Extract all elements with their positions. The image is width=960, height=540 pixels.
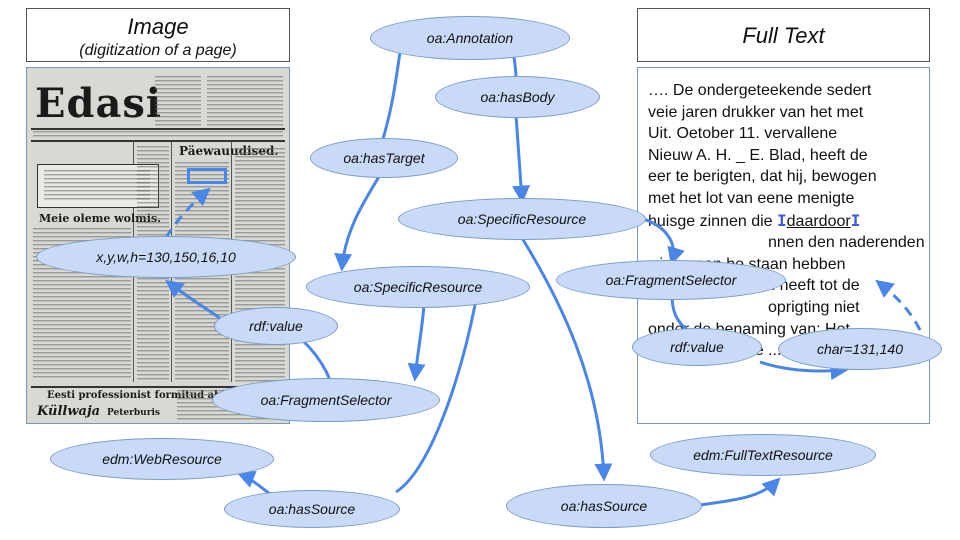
- edge-hasbody-specificresource: [512, 114, 531, 204]
- fulltext-line: nnen den naderenden: [768, 234, 925, 252]
- node-webresource: edm:WebResource: [50, 438, 274, 480]
- dateline-rule: [31, 140, 285, 142]
- fulltext-line: oprigting niet: [768, 298, 860, 316]
- masthead-text-block: [207, 76, 283, 126]
- fulltext-line: met het lot van eene menigte: [648, 189, 855, 207]
- newspaper-masthead: Edasi: [35, 80, 163, 127]
- node-specificresource-body: oa:SpecificResource: [398, 198, 646, 240]
- text-marker-end: I: [850, 210, 861, 230]
- edge-annotation-hastarget: [380, 51, 402, 143]
- fulltext-line: Uit. Oetober 11. vervallene: [648, 125, 838, 143]
- fulltext-line-marked: huisge zinnen die IdaardoorI: [648, 210, 921, 233]
- text-marker-start: I: [777, 210, 787, 230]
- edge-hassource-webresource: [236, 470, 271, 496]
- edge-rdfvalue-xywh: [165, 279, 221, 320]
- node-hassource-image: oa:hasSource: [224, 490, 400, 528]
- fulltext-line: …. De ondergeteekende sedert: [648, 82, 872, 99]
- edge-hastarget-specificresource: [334, 174, 382, 272]
- edge-hassource-fulltextresource: [699, 477, 781, 507]
- image-panel-title: Image (digitization of a page): [26, 8, 290, 62]
- image-region-highlight: [187, 168, 227, 184]
- node-hasbody: oa:hasBody: [435, 76, 600, 118]
- edge-specificresource-fragmentselector: [407, 304, 426, 382]
- node-rdfvalue-image: rdf:value: [214, 307, 338, 345]
- fulltext-title-text: Full Text: [742, 23, 825, 48]
- node-xywh: x,y,w,h=130,150,16,10: [36, 236, 296, 278]
- node-fragmentselector-image: oa:FragmentSelector: [212, 378, 440, 422]
- edge-rdfvalue-char: [759, 360, 849, 381]
- footer-rule: [31, 386, 285, 388]
- fulltext-line: eer te berigten, dat hij, bewogen: [648, 168, 877, 186]
- edge-specificresource-fragmentselector-text: [639, 216, 685, 266]
- fulltext-panel-title: Full Text: [637, 8, 930, 62]
- footer-brand: Küllwaja: [37, 404, 101, 419]
- footer-city: Peterburis: [107, 408, 160, 418]
- node-fragmentselector-text: oa:FragmentSelector: [556, 260, 786, 300]
- node-annotation: oa:Annotation: [370, 16, 570, 60]
- node-hassource-text: oa:hasSource: [506, 484, 702, 528]
- node-rdfvalue-text: rdf:value: [632, 328, 762, 366]
- fulltext-line: Nieuw A. H. _ E. Blad, heeft de: [648, 146, 868, 164]
- edge-fragmentselector-rdfvalue-text: [670, 294, 689, 332]
- edge-specificresource-hassource: [520, 237, 613, 482]
- node-specificresource-target: oa:SpecificResource: [306, 266, 530, 308]
- fulltext-line: veie jaren drukker van het met: [648, 103, 864, 121]
- footer-line: Eesti professionist formitud abi.: [47, 390, 229, 401]
- dateline-text: [33, 131, 283, 137]
- masthead-rule: [31, 128, 285, 130]
- node-fulltextresource: edm:FullTextResource: [650, 434, 876, 476]
- edge-char-marker: [875, 279, 922, 331]
- node-hastarget: oa:hasTarget: [310, 138, 458, 178]
- masthead-text-block: [155, 76, 201, 126]
- edge-xywh-highlight: [164, 187, 211, 239]
- article-heading: Meie oleme wolmis.: [39, 212, 161, 225]
- marked-word: daardoor: [786, 212, 851, 230]
- node-char-range: char=131,140: [778, 328, 942, 370]
- edge-specificresource-hassource-image: [395, 304, 477, 494]
- notice-box: [37, 164, 159, 208]
- image-title-text: Image: [127, 14, 189, 39]
- fulltext-text: huisge zinnen die: [648, 212, 773, 230]
- image-subtitle-text: (digitization of a page): [79, 42, 237, 59]
